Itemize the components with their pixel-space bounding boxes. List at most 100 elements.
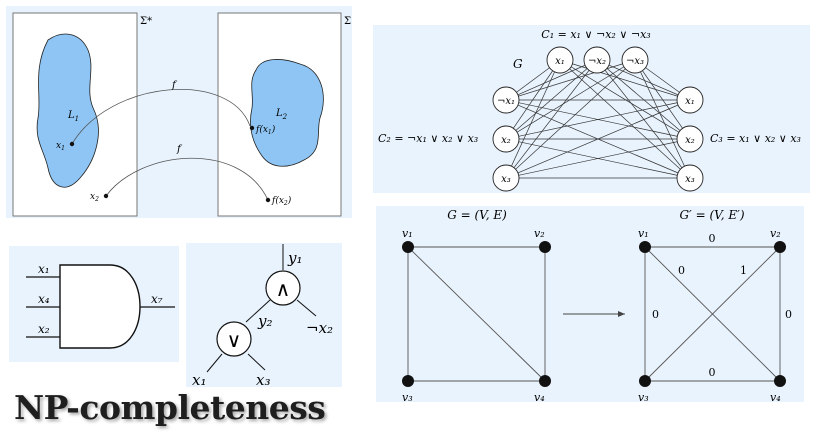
- g-v3-label: v₃: [402, 391, 413, 404]
- gprime-label: G′ = (V, E′): [679, 208, 744, 222]
- fx1-point: [249, 125, 255, 131]
- g-vertex-v1: [402, 241, 414, 253]
- weight-diag-anti: 1: [740, 264, 747, 277]
- sat-edge: [505, 59, 561, 179]
- tree-edge-and-neg: [296, 299, 317, 317]
- weight-left: 0: [652, 308, 659, 321]
- weight-diag-main: 0: [678, 264, 685, 277]
- g-vertex-v4: [539, 375, 551, 387]
- sigma-label: Σ: [344, 16, 351, 27]
- gp-edge-v2-v3: [644, 246, 781, 382]
- f-label-top: f: [171, 80, 178, 91]
- f-label-bottom: f: [176, 144, 183, 155]
- or-symbol: ∨: [227, 328, 242, 352]
- gate-output-label: x₇: [151, 292, 163, 306]
- sat-node-label-left-3: x₃: [501, 174, 511, 185]
- transform-arrowhead: [618, 311, 625, 317]
- tree-panel: [186, 243, 342, 387]
- sat-node-label-right-2: x₂: [685, 135, 695, 146]
- language-l2-blob: [250, 59, 324, 167]
- sat-node-label-right-3: x₃: [685, 174, 695, 185]
- graph-transform-panel: [376, 206, 804, 402]
- tree-y1-label: y₁: [287, 249, 303, 267]
- sat-node-left-1: [492, 86, 520, 114]
- gate-input-2-label: x₄: [38, 292, 50, 306]
- gate-input-3-label: x₂: [38, 322, 50, 336]
- sat-node-left-2: [492, 125, 520, 153]
- sigma-star-label: Σ*: [140, 16, 152, 27]
- sat-edge: [634, 59, 691, 179]
- sat-node-right-3: [676, 164, 704, 192]
- sat-edge: [505, 59, 561, 140]
- g-label: G = (V, E): [447, 208, 507, 222]
- c2-label: C₂ = ¬x₁ ∨ x₂ ∨ x₃: [378, 132, 478, 145]
- sat-edge: [596, 59, 691, 101]
- and-node: [265, 270, 301, 306]
- gp-v3-label: v₃: [638, 391, 649, 404]
- g-v2-label: v₂: [534, 227, 545, 240]
- fx2-label: f(x2): [271, 195, 292, 207]
- g-vertex-v2: [539, 241, 551, 253]
- sat-node-top-2: [583, 46, 611, 74]
- mapping-arrow-top: [71, 88, 251, 145]
- g-vertex-v3: [402, 375, 414, 387]
- x2-point: [103, 193, 109, 199]
- sat-node-label-top-2: ¬x₂: [588, 56, 606, 67]
- sat-edge: [505, 138, 691, 179]
- or-node: [216, 321, 252, 357]
- l1-label: L1: [67, 110, 79, 123]
- g-v1-label: v₁: [402, 227, 413, 240]
- tree-x1-label: x₁: [192, 371, 206, 389]
- sat-edge: [559, 59, 691, 140]
- page-title: NP-completeness: [14, 388, 326, 427]
- sat-edge: [505, 99, 691, 140]
- tree-negx2-label: ¬x₂: [306, 319, 333, 337]
- sat-node-right-1: [676, 86, 704, 114]
- sat-edge: [596, 59, 691, 140]
- gp-vertex-v2: [774, 241, 786, 253]
- sat-edge: [559, 59, 691, 179]
- x1-point: [69, 141, 75, 147]
- gp-v4-label: v₄: [770, 391, 781, 404]
- sat-edge: [505, 99, 691, 179]
- and-symbol: ∧: [276, 277, 291, 301]
- sat-node-top-3: [621, 46, 649, 74]
- gp-v1-label: v₁: [638, 227, 649, 240]
- sat-node-top-1: [546, 46, 574, 74]
- graph-g-label: G: [513, 57, 523, 71]
- sat-edge: [505, 59, 636, 101]
- language-l1-blob: [36, 33, 99, 188]
- sat-node-right-2: [676, 125, 704, 153]
- sat-edge: [596, 59, 691, 179]
- weight-right: 0: [785, 308, 792, 321]
- tree-edge-or-x1: [206, 353, 223, 373]
- c1-label: C₁ = x₁ ∨ ¬x₂ ∨ ¬x₃: [541, 28, 650, 41]
- sat-node-label-right-1: x₁: [685, 96, 695, 107]
- sat-node-label-left-1: ¬x₁: [497, 96, 515, 107]
- gp-vertex-v1: [639, 241, 651, 253]
- gate-input-1-label: x₁: [38, 262, 50, 276]
- sat-node-label-top-1: x₁: [555, 56, 565, 67]
- tree-edge-and-or: [245, 299, 271, 323]
- sat-edge: [505, 59, 636, 179]
- tree-x3-label: x₃: [256, 371, 270, 389]
- gp-vertex-v3: [639, 375, 651, 387]
- sat-edge: [634, 59, 691, 140]
- tree-edge-or-x3: [247, 353, 266, 371]
- tree-y2-label: y₂: [257, 312, 273, 330]
- l2-label: L2: [275, 108, 288, 121]
- gp-v2-label: v₂: [770, 227, 781, 240]
- sat-node-label-left-2: x₂: [501, 135, 511, 146]
- fx1-label: f(x1): [255, 124, 276, 136]
- fx2-point: [265, 197, 271, 203]
- g-edge-v1-v4: [407, 246, 546, 382]
- x1-label: x1: [56, 141, 65, 152]
- weight-bottom: 0: [709, 366, 716, 379]
- c3-label: C₃ = x₁ ∨ x₂ ∨ x₃: [710, 132, 801, 145]
- sat-edge: [559, 59, 691, 101]
- sat-node-label-top-3: ¬x₃: [626, 56, 644, 67]
